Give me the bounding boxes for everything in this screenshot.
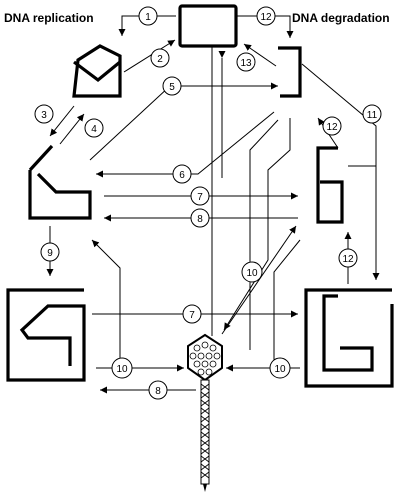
svg-text:3: 3 bbox=[41, 110, 47, 121]
svg-text:7: 7 bbox=[197, 192, 203, 203]
step-5: 5 bbox=[162, 76, 182, 96]
step-8-lower: 8 bbox=[148, 380, 168, 400]
arrow-12-top bbox=[236, 15, 294, 38]
svg-text:12: 12 bbox=[260, 12, 272, 23]
svg-text:12: 12 bbox=[342, 254, 354, 265]
envelope-dna bbox=[72, 44, 122, 98]
step-7-upper: 7 bbox=[190, 186, 210, 206]
degraded-bracket-dna bbox=[278, 46, 302, 98]
step-10-left: 10 bbox=[111, 357, 133, 379]
six-shape-dna bbox=[316, 146, 344, 224]
svg-text:4: 4 bbox=[91, 124, 97, 135]
step-1: 1 bbox=[138, 6, 158, 26]
arrow-13 bbox=[243, 43, 277, 67]
top-square-dna bbox=[178, 4, 238, 48]
step-3: 3 bbox=[34, 104, 54, 124]
svg-text:10: 10 bbox=[246, 268, 258, 279]
step-10-mid: 10 bbox=[241, 261, 263, 283]
step-6: 6 bbox=[172, 164, 192, 184]
step-4: 4 bbox=[84, 118, 104, 138]
step-12-top: 12 bbox=[256, 6, 276, 26]
svg-text:8: 8 bbox=[197, 214, 203, 225]
svg-text:2: 2 bbox=[157, 54, 163, 65]
dna-degradation-title: DNA degradation bbox=[292, 11, 390, 25]
svg-text:11: 11 bbox=[367, 110, 378, 121]
svg-text:13: 13 bbox=[240, 58, 252, 69]
step-11: 11 bbox=[362, 104, 382, 124]
svg-text:12: 12 bbox=[326, 122, 338, 133]
arrow-1 bbox=[118, 15, 176, 36]
arrow-10-right-up bbox=[273, 239, 301, 368]
arrow-11 bbox=[301, 63, 380, 280]
arrow-10-diag-up bbox=[221, 119, 297, 350]
svg-text:1: 1 bbox=[145, 12, 151, 23]
svg-text:8: 8 bbox=[155, 386, 161, 397]
step-10-right: 10 bbox=[269, 357, 291, 379]
folded-left-dna bbox=[28, 144, 92, 220]
arrows-3-4 bbox=[49, 105, 85, 145]
big-left-dna bbox=[6, 288, 86, 382]
dna-replication-title: DNA replication bbox=[4, 11, 94, 25]
svg-text:7: 7 bbox=[189, 310, 195, 321]
arrow-10-left-up bbox=[91, 239, 121, 368]
step-8-upper: 8 bbox=[190, 208, 210, 228]
svg-text:10: 10 bbox=[274, 364, 286, 375]
arrow-2 bbox=[123, 39, 176, 73]
phage-particle bbox=[187, 333, 223, 492]
svg-text:9: 9 bbox=[47, 248, 53, 259]
step-7-lower: 7 bbox=[182, 304, 202, 324]
step-13: 13 bbox=[236, 52, 256, 72]
step-12-mid: 12 bbox=[322, 116, 342, 136]
arrow-10-diag-down bbox=[223, 118, 291, 331]
step-9: 9 bbox=[40, 242, 60, 262]
svg-text:6: 6 bbox=[179, 170, 185, 181]
step-12-lower: 12 bbox=[338, 248, 358, 268]
svg-text:10: 10 bbox=[116, 364, 128, 375]
big-right-dna bbox=[304, 288, 394, 388]
svg-text:5: 5 bbox=[169, 82, 175, 93]
vertical-top-lines bbox=[211, 46, 226, 336]
step-2: 2 bbox=[150, 48, 170, 68]
arrow-6 bbox=[96, 111, 275, 178]
